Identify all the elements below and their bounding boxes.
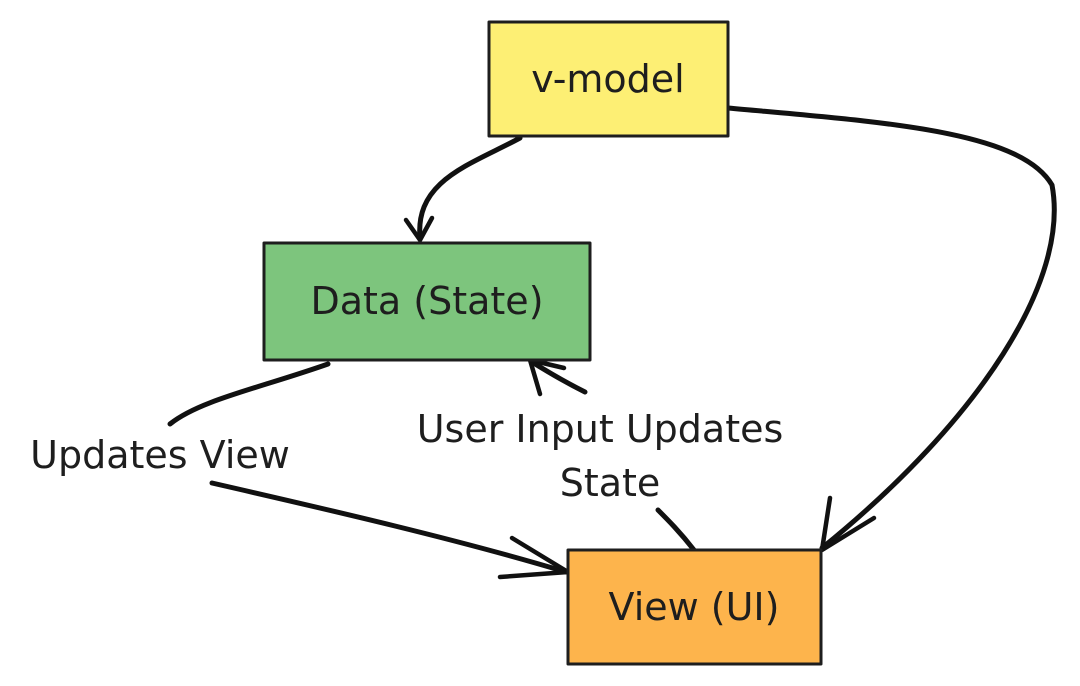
node-data-state[interactable]: Data (State) (262, 241, 592, 362)
node-vmodel-box (487, 20, 730, 138)
edge-data-to-view-line-upper (167, 361, 331, 427)
node-data-state-label: Data (State) (310, 279, 543, 323)
edge-data-to-view: Updates View (30, 361, 571, 580)
edge-view-to-data-line-upper (529, 359, 588, 395)
edge-vmodel-to-data (403, 135, 523, 243)
edge-view-to-data-line-lower (655, 507, 697, 553)
node-vmodel-label: v-model (531, 57, 685, 101)
edge-data-to-view-line-lower (209, 480, 569, 575)
edge-view-to-data: User Input Updates State (417, 357, 784, 553)
node-view-ui-box (566, 548, 823, 666)
edge-label-user-input-line1: User Input Updates (417, 407, 784, 451)
node-view-ui-label: View (UI) (609, 585, 780, 629)
edge-label-updates-view: Updates View (30, 433, 290, 477)
edge-vmodel-to-data-arrowhead (403, 215, 435, 243)
node-vmodel[interactable]: v-model (487, 20, 730, 138)
edge-vmodel-to-view (725, 105, 1057, 553)
edge-vmodel-to-view-line (725, 105, 1057, 551)
edge-label-user-input-line2: State (560, 461, 661, 505)
node-view-ui[interactable]: View (UI) (566, 548, 823, 666)
edge-vmodel-to-data-line (417, 135, 523, 241)
node-data-state-box (262, 241, 592, 362)
